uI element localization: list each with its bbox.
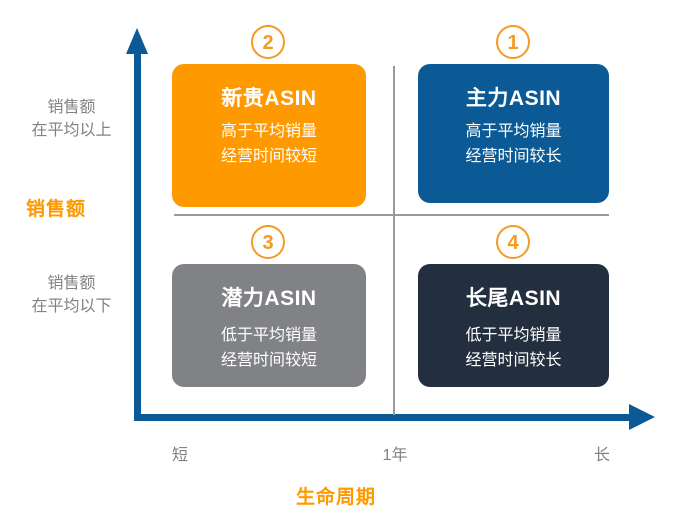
card-xingui-desc-line2: 经营时间较短 [220,147,317,165]
card-changwei-description: 低于平均销量 经营时间较长 [465,324,561,374]
card-qianli-asin[interactable]: 潜力ASIN 低于平均销量 经营时间较短 [172,264,366,387]
quadrant-badge-1: 1 [496,25,530,59]
y-axis-label-above-average: 销售额 在平均以上 [14,96,129,142]
card-zhuli-asin[interactable]: 主力ASIN 高于平均销量 经营时间较长 [418,64,609,203]
card-zhuli-title: 主力ASIN [465,87,562,110]
y-axis-label-below-average-line1: 销售额 [47,275,96,292]
x-axis-title: 生命周期 [296,487,377,508]
card-qianli-desc-line2: 经营时间较短 [220,351,317,369]
quadrant-divider-horizontal [174,214,609,216]
x-axis-arrow-icon [629,404,655,430]
y-axis-label-above-average-line2: 在平均以上 [31,122,112,140]
card-changwei-desc-line2: 经营时间较长 [465,351,562,369]
quadrant-badge-2: 2 [251,25,285,59]
card-zhuli-desc-line2: 经营时间较长 [465,147,562,165]
card-changwei-title: 长尾ASIN [465,287,562,310]
card-xingui-title: 新贵ASIN [221,87,317,110]
card-xingui-desc-line1: 高于平均销量 [220,123,317,141]
y-axis-label-below-average-line2: 在平均以下 [31,298,112,316]
y-axis-title: 销售额 [26,199,87,220]
card-xingui-description: 高于平均销量 经营时间较短 [221,120,317,170]
y-axis-arrow-icon [126,28,148,54]
card-qianli-description: 低于平均销量 经营时间较短 [221,324,317,374]
card-qianli-desc-line1: 低于平均销量 [220,327,317,345]
y-axis-label-above-average-line1: 销售额 [47,99,96,116]
x-axis-tick-short: 短 [171,447,188,464]
quadrant-divider-vertical [393,66,395,415]
quadrant-badge-4: 4 [496,225,530,259]
y-axis-label-below-average: 销售额 在平均以下 [14,272,129,318]
x-axis-tick-long: 长 [593,447,610,464]
x-axis-line [134,414,631,421]
y-axis-line [134,52,141,420]
x-axis-tick-one-year: 1年 [382,447,408,464]
quadrant-badge-3: 3 [251,225,285,259]
card-zhuli-description: 高于平均销量 经营时间较长 [465,120,561,170]
card-xingui-asin[interactable]: 新贵ASIN 高于平均销量 经营时间较短 [172,64,366,207]
card-qianli-title: 潜力ASIN [221,287,317,310]
card-zhuli-desc-line1: 高于平均销量 [465,123,562,141]
card-changwei-asin[interactable]: 长尾ASIN 低于平均销量 经营时间较长 [418,264,609,387]
card-changwei-desc-line1: 低于平均销量 [465,327,562,345]
